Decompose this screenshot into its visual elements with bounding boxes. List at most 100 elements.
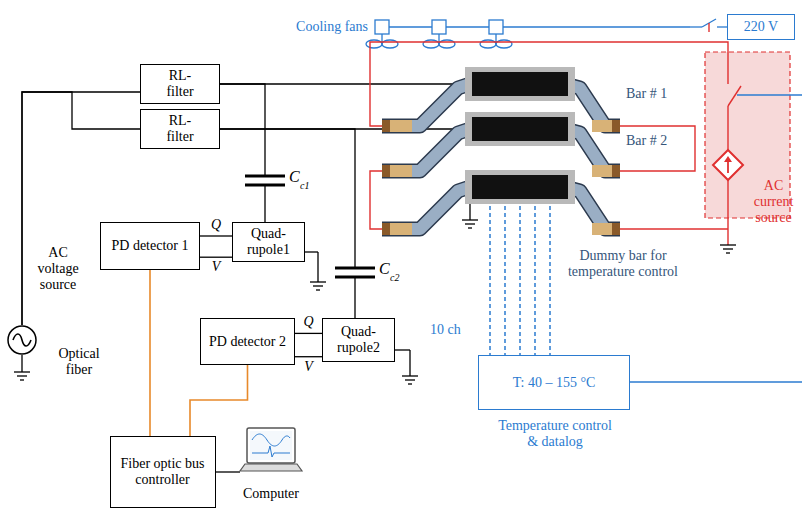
slot-section: [465, 170, 575, 204]
node-text: Quad- rupole1: [238, 226, 300, 258]
wire-connector: [216, 471, 241, 472]
drawing-stroke: [310, 282, 326, 290]
wire-connector: [22, 92, 140, 325]
source-circle: [8, 326, 36, 354]
drawing-stroke: [395, 349, 410, 350]
bar: [382, 112, 620, 177]
wire-connector: [190, 365, 248, 436]
drawing-stroke: [382, 40, 398, 48]
node-text: RL- filter: [155, 68, 205, 100]
quadrupole-box: Quad- rupole1: [232, 222, 305, 262]
capacitor-subscript: c1: [300, 180, 309, 192]
current-loop-wire: [370, 42, 741, 245]
capacitor-subscript: c2: [390, 272, 399, 284]
wire-connector: [149, 270, 151, 436]
drawing-stroke: [366, 34, 398, 48]
bar-terminal: [383, 223, 412, 235]
arrow-head: [724, 156, 732, 162]
signal-label: V: [303, 360, 314, 374]
controller-box: Fiber optic bus controller: [110, 436, 216, 508]
bar-terminal: [592, 165, 619, 177]
wire-connector: [295, 356, 322, 357]
drawing-stroke: [335, 267, 375, 270]
bar-label: Bar # 2: [626, 133, 667, 149]
mains-box: 220 V: [727, 14, 795, 40]
sine-mark: [13, 334, 31, 346]
drawing-stroke: [489, 20, 503, 34]
current-source: AC current source: [713, 150, 743, 180]
bar-core: [472, 117, 568, 141]
bar-terminal: [592, 223, 619, 235]
wire-connector: [200, 257, 232, 258]
dummy-bar-label: Dummy bar for temperature control: [560, 248, 686, 280]
capacitor-symbol: [335, 268, 375, 277]
bar: [382, 170, 620, 235]
channel-count: 10 ch: [430, 322, 461, 338]
voltage-source-shape: [7, 325, 37, 355]
drawing-stroke: [727, 180, 728, 245]
drawing-stroke: [366, 40, 382, 48]
wire-connector: [200, 235, 232, 236]
drawing-stroke: [737, 94, 802, 95]
source-diamond: [713, 150, 743, 180]
drawing-stroke: [549, 206, 551, 355]
drawing-stroke: [409, 350, 410, 376]
node-text: Quad- rupole2: [328, 324, 390, 356]
capacitor-label: C: [289, 168, 300, 186]
drawing-stroke: [728, 86, 741, 106]
signal-label: Q: [210, 218, 222, 232]
quadrupole-box: Quad- rupole2: [322, 318, 395, 362]
drawing-stroke: [504, 206, 506, 355]
computer-icon: Computer: [240, 428, 302, 476]
drawing-stroke: [469, 204, 470, 220]
drawing-stroke: [720, 245, 736, 253]
laptop-base: [240, 464, 302, 471]
filter-box: RL- filter: [140, 64, 220, 104]
drawing-stroke: [717, 26, 727, 27]
stator-bars: [382, 67, 620, 235]
drawing-stroke: [335, 276, 375, 279]
drawing-stroke: [630, 381, 802, 382]
current-source-shape: [713, 150, 743, 180]
laptop-screen: [247, 428, 295, 463]
filter-box: RL- filter: [140, 109, 220, 149]
drawing-stroke: [245, 175, 285, 178]
drawing-stroke: [620, 126, 695, 171]
drawing-stroke: [423, 40, 439, 48]
thermocouple-lines: [490, 206, 550, 355]
slot-section: [465, 67, 575, 101]
drawing-stroke: [305, 251, 318, 252]
drawing-stroke: [462, 220, 478, 228]
drawing-stroke: [480, 34, 512, 48]
drawing-stroke: [690, 26, 702, 27]
signal-label: V: [211, 260, 222, 274]
wire-connector: [295, 333, 322, 334]
bar-label: Bar # 1: [626, 86, 667, 102]
drawing-stroke: [432, 20, 446, 34]
screen-area: [250, 431, 292, 460]
capacitor-symbol: [245, 176, 285, 185]
capacitor-label: C: [379, 260, 390, 278]
bar-lug: [612, 120, 620, 132]
node-label: Temperature control & datalog: [495, 418, 615, 450]
node-label: AC current source: [747, 178, 800, 226]
bar-lug: [612, 165, 620, 177]
signal-label: Q: [302, 315, 314, 329]
fiber-label: Optical fiber: [48, 346, 110, 378]
drawing-stroke: [317, 252, 318, 282]
node-text: PD detector 1: [112, 238, 189, 254]
bar-lug: [612, 223, 620, 235]
bar-lug: [382, 165, 390, 177]
detector-box: PD detector 2: [200, 318, 295, 365]
voltage-source: AC voltage source: [7, 325, 37, 355]
wire-connector: [22, 92, 140, 325]
drawing-stroke: [250, 177, 280, 184]
bar-lug: [382, 120, 390, 132]
drawing-stroke: [480, 40, 496, 48]
drawing-stroke: [370, 171, 382, 229]
node-text: T: 40 – 155 °C: [513, 375, 596, 391]
node-label: Computer: [228, 486, 314, 502]
computer-icon-shape: [240, 428, 302, 476]
drawing-stroke: [620, 228, 728, 229]
drawing-stroke: [534, 206, 536, 355]
